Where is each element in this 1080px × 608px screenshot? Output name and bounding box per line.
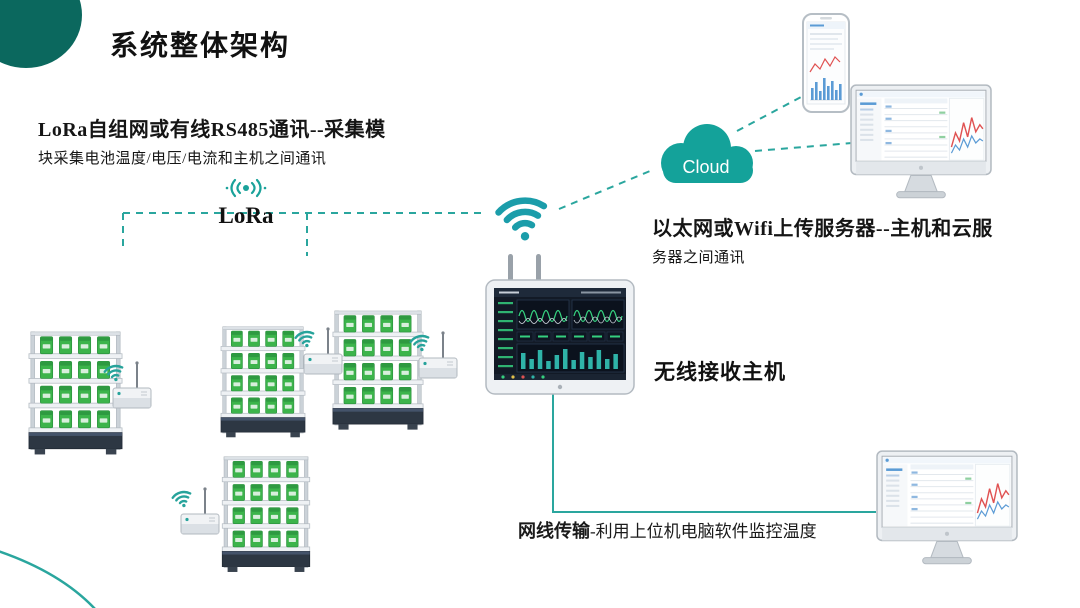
- lora-gateway-2: [293, 326, 344, 376]
- collect-note: LoRa自组网或有线RS485通讯--采集模 块采集电池温度/电压/电流和主机之…: [38, 113, 438, 168]
- lora-gateway-1: [102, 360, 153, 410]
- cloud-icon: Cloud: [661, 124, 753, 183]
- connector-wifi-to-cloud: [558, 170, 651, 210]
- connector-host-to-pc: [552, 394, 876, 513]
- battery-rack-bottom: [220, 455, 312, 580]
- cloud-label: Cloud: [682, 157, 729, 177]
- wireless-host-device: [485, 254, 635, 395]
- lora-signal-icon: [225, 178, 267, 198]
- lora-label: LoRa: [218, 203, 274, 228]
- lora-gateway-3: [408, 330, 459, 380]
- host-label: 无线接收主机: [654, 361, 786, 384]
- collect-note-line1: LoRa自组网或有线RS485通讯--采集模: [38, 119, 386, 141]
- lora-network-node: LoRa: [198, 176, 294, 229]
- wired-note-bold: 网线传输: [518, 521, 590, 541]
- page-title: 系统整体架构: [110, 30, 291, 61]
- desktop-monitor-top: [850, 84, 992, 199]
- wifi-signal-icon: [495, 197, 548, 241]
- wired-note-rest: -利用上位机电脑软件监控温度: [590, 522, 817, 541]
- upload-note-line1: 以太网或Wifi上传服务器--主机和云服: [652, 218, 993, 240]
- corner-arc-decoration: [0, 550, 96, 608]
- smartphone: [802, 13, 850, 113]
- desktop-monitor-bottom: [876, 450, 1018, 565]
- collect-note-line2: 块采集电池温度/电压/电流和主机之间通讯: [38, 151, 327, 167]
- lora-gateway-4: [170, 486, 221, 536]
- wired-note: 网线传输-利用上位机电脑软件监控温度: [518, 517, 817, 543]
- connector-cloud-to-monitor: [754, 142, 853, 152]
- upload-note-line2: 务器之间通讯: [652, 250, 746, 266]
- upload-note: 以太网或Wifi上传服务器--主机和云服 务器之间通讯: [652, 212, 1057, 267]
